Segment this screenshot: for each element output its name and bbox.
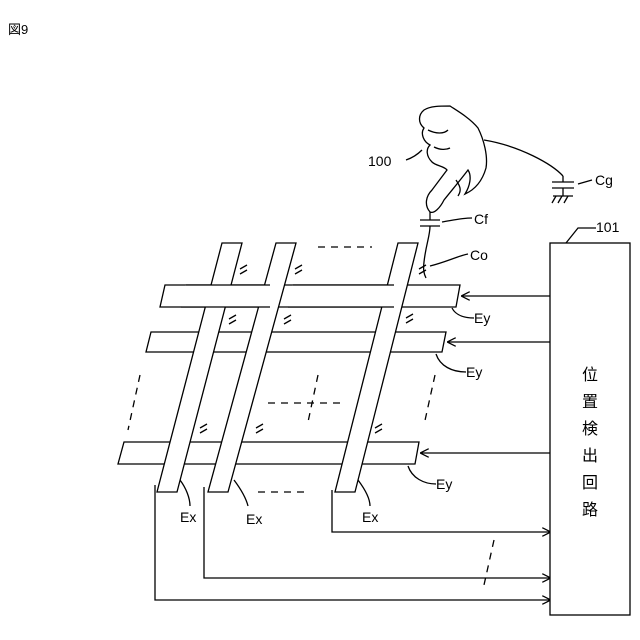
detector-leader-line bbox=[566, 228, 596, 243]
ey-label: Ey bbox=[436, 476, 452, 492]
cf-label: Cf bbox=[474, 211, 488, 227]
ey-electrode-3 bbox=[118, 442, 419, 464]
co-label: Co bbox=[470, 247, 488, 263]
cg-label: Cg bbox=[595, 172, 613, 188]
detector-ref-label: 101 bbox=[596, 219, 620, 235]
detector-char: 出 bbox=[582, 447, 598, 465]
capacitor-symbol bbox=[375, 424, 382, 433]
cg-wire bbox=[484, 140, 563, 176]
detector-char: 位 bbox=[582, 366, 598, 384]
ex-label: Ex bbox=[246, 511, 262, 527]
finger-ref-label: 100 bbox=[368, 153, 392, 169]
detector-char: 検 bbox=[582, 420, 598, 438]
cf-leader-line bbox=[442, 218, 472, 222]
capacitor-symbol bbox=[229, 315, 236, 324]
capacitor-symbol bbox=[240, 265, 247, 274]
capacitor-symbol bbox=[200, 424, 207, 433]
capacitor-symbol bbox=[295, 265, 302, 274]
capacitor-symbol bbox=[284, 315, 291, 324]
ey-electrodes bbox=[118, 285, 460, 464]
ground-capacitor-symbol bbox=[552, 176, 574, 203]
co-leader-line bbox=[430, 254, 468, 266]
detector-char: 路 bbox=[582, 501, 598, 519]
capacitor-symbol bbox=[256, 424, 263, 433]
finger-leader-line bbox=[406, 150, 422, 160]
ey-electrode-2 bbox=[146, 332, 446, 352]
ex-label: Ex bbox=[180, 509, 196, 525]
detector-char: 置 bbox=[582, 394, 598, 411]
finger-icon bbox=[420, 106, 487, 212]
capacitor-symbol bbox=[419, 265, 426, 274]
cg-leader-line bbox=[578, 180, 592, 184]
figure-label: 図9 bbox=[8, 22, 28, 37]
ey-label: Ey bbox=[466, 364, 482, 380]
capacitor-symbol bbox=[406, 314, 413, 323]
ex-lead-wires bbox=[155, 485, 550, 600]
ey-label: Ey bbox=[474, 310, 490, 326]
ex-label: Ex bbox=[362, 509, 378, 525]
finger-capacitor-symbol bbox=[420, 212, 440, 278]
detector-char: 回 bbox=[582, 475, 598, 492]
